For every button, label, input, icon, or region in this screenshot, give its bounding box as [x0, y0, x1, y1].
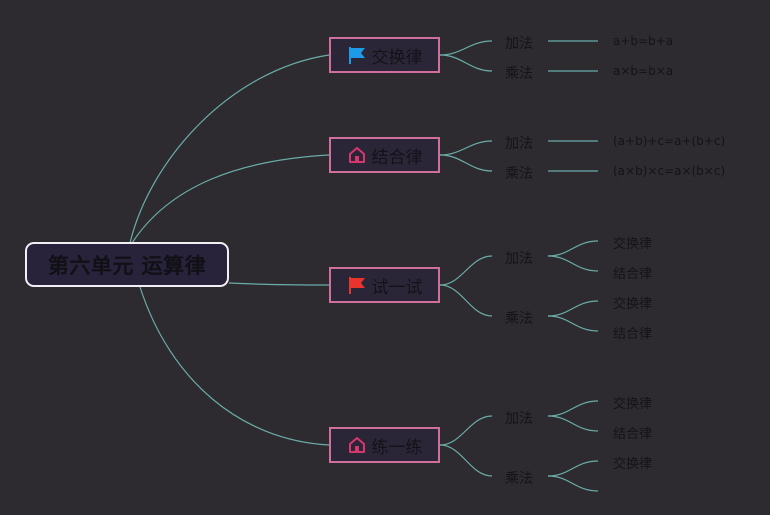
branch-to-sub-line: [439, 255, 493, 286]
branch-to-sub-line: [439, 415, 493, 446]
branch-shiyishi[interactable]: 试一试: [329, 267, 440, 303]
leaf-topic[interactable]: 交换律: [613, 397, 653, 412]
sub-topic-multiplication[interactable]: 乘法: [505, 311, 533, 327]
sub-to-leaf-line: [547, 460, 599, 477]
branch-label: 交换律: [371, 47, 423, 68]
leaf-topic[interactable]: 结合律: [613, 427, 653, 442]
house-icon: [347, 145, 367, 165]
root-topic[interactable]: 第六单元 运算律: [25, 242, 229, 287]
branch-lianyilian[interactable]: 练一练: [329, 427, 440, 463]
sub-to-leaf-line: [547, 240, 599, 257]
sub-topic-multiplication[interactable]: 乘法: [505, 166, 533, 182]
blue-flag-icon: [347, 45, 367, 65]
leaf-formula[interactable]: (a+b)+c=a+(b+c): [613, 134, 726, 148]
branch-label: 练一练: [371, 437, 423, 458]
branch-to-sub-line: [439, 54, 493, 72]
branch-label: 试一试: [371, 277, 423, 298]
leaf-topic[interactable]: 交换律: [613, 457, 653, 472]
leaf-formula[interactable]: a×b=b×a: [613, 64, 674, 78]
sub-to-leaf-line: [547, 415, 599, 432]
leaf-formula[interactable]: a+b=b+a: [613, 34, 674, 48]
branch-to-sub-line: [439, 284, 493, 317]
sub-to-leaf-line: [547, 315, 599, 332]
sub-topic-addition[interactable]: 加法: [505, 411, 533, 427]
root-to-branch-line: [139, 286, 330, 446]
leaf-topic[interactable]: 交换律: [613, 237, 653, 252]
leaf-topic[interactable]: 结合律: [613, 327, 653, 342]
house-icon: [347, 435, 367, 455]
sub-to-leaf-line: [547, 475, 599, 492]
root-to-branch-line: [131, 154, 330, 244]
branch-jiaohuanlv[interactable]: 交换律: [329, 37, 440, 73]
sub-to-leaf-line: [547, 300, 599, 317]
root-to-branch-line: [228, 282, 330, 286]
sub-topic-addition[interactable]: 加法: [505, 251, 533, 267]
leaf-topic[interactable]: 结合律: [613, 267, 653, 282]
branch-label: 结合律: [371, 147, 423, 168]
leaf-formula[interactable]: (a×b)×c=a×(b×c): [613, 164, 726, 178]
sub-to-leaf-line: [547, 400, 599, 417]
branch-to-sub-line: [439, 154, 493, 172]
red-flag-icon: [347, 275, 367, 295]
sub-topic-addition[interactable]: 加法: [505, 36, 533, 52]
sub-to-leaf-line: [547, 255, 599, 272]
root-topic-label: 第六单元 运算律: [47, 253, 207, 278]
branch-to-sub-line: [439, 444, 493, 477]
sub-topic-multiplication[interactable]: 乘法: [505, 471, 533, 487]
branch-jiehelv[interactable]: 结合律: [329, 137, 440, 173]
branch-to-sub-line: [439, 140, 493, 156]
leaf-topic[interactable]: 交换律: [613, 297, 653, 312]
root-to-branch-line: [129, 54, 330, 244]
sub-topic-addition[interactable]: 加法: [505, 136, 533, 152]
branch-to-sub-line: [439, 40, 493, 56]
sub-topic-multiplication[interactable]: 乘法: [505, 66, 533, 82]
